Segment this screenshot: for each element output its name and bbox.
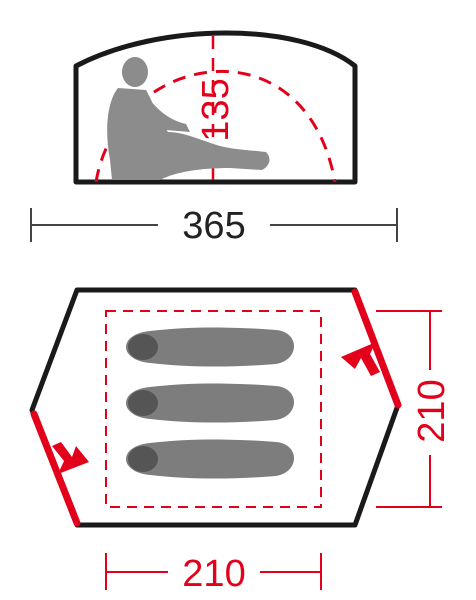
sleeping-bag [126, 383, 294, 423]
inner-tent-outline [105, 310, 322, 508]
width-label: 210 [182, 553, 245, 595]
seated-person-figure [107, 57, 270, 180]
length-label: 365 [182, 205, 245, 247]
sleeping-bag [126, 327, 294, 367]
floor-plan: 210 210 [29, 287, 453, 595]
door-right [351, 288, 402, 409]
door-left [30, 410, 81, 527]
depth-label: 210 [411, 379, 453, 442]
side-view: 135 [73, 30, 358, 185]
sleeping-bags [126, 327, 294, 479]
entry-arrow-right [341, 342, 380, 376]
length-dimension: 365 [30, 205, 398, 247]
entry-arrow-left [52, 442, 89, 474]
width-dimension: 210 [105, 553, 322, 595]
side-view-outline [73, 30, 358, 185]
sleeping-bag [126, 439, 294, 479]
height-label: 135 [195, 78, 237, 141]
depth-dimension: 210 [376, 310, 453, 508]
